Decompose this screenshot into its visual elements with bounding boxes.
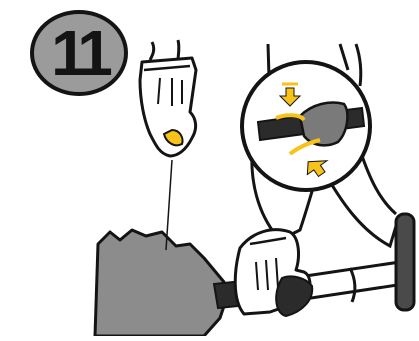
thread-line: [166, 160, 172, 250]
glove-hand-pinching-icon: [140, 40, 196, 156]
magnified-trigger-detail-icon: [242, 62, 370, 190]
gray-foliage-icon: [95, 230, 226, 336]
step-number: 11: [30, 10, 128, 96]
glove-hand-holding-handle-icon: [235, 230, 312, 316]
